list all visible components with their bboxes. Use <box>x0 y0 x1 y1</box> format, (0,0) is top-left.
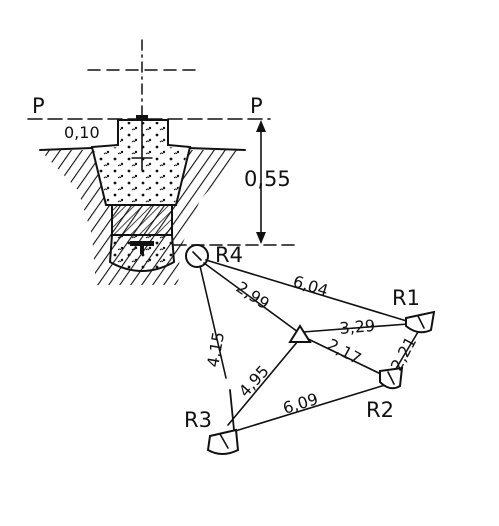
dist-center-r1: 3,29 <box>339 316 376 338</box>
offset-label: 0,10 <box>64 123 100 142</box>
dist-r3-r2: 6,09 <box>281 389 321 418</box>
r1-tick <box>417 315 425 329</box>
line-r4-r3 <box>199 265 227 379</box>
r2-label: R2 <box>366 398 394 422</box>
r3-stake <box>229 389 235 431</box>
r3-label: R3 <box>184 408 212 432</box>
line-r1-r2 <box>393 331 419 373</box>
dist-r4-r3: 4,15 <box>203 330 228 368</box>
benchmark-head <box>136 115 148 120</box>
line-center-r2 <box>303 336 386 377</box>
depth-label: 0,55 <box>244 167 291 191</box>
line-center-r3 <box>227 340 299 426</box>
ground-line <box>39 147 246 151</box>
line-r4-center <box>203 262 299 333</box>
r1-marker <box>405 310 436 334</box>
concrete-fill <box>94 122 188 203</box>
r2-tick <box>387 371 395 385</box>
r1-label: R1 <box>392 286 420 310</box>
line-center-r1 <box>302 323 409 333</box>
hatched-section <box>111 204 173 236</box>
r4-circle <box>185 244 209 268</box>
dist-r1-r2: 2,21 <box>387 334 421 374</box>
p-right-label: P <box>250 94 263 118</box>
p-left-label: P <box>32 94 45 118</box>
depth-arrow-bottom <box>256 232 266 244</box>
dist-r4-center: 2,99 <box>233 278 273 314</box>
center-station <box>288 324 312 343</box>
dist-center-r3: 4,95 <box>235 361 273 400</box>
line-r3-r2 <box>231 384 386 433</box>
r4-label: R4 <box>215 243 243 267</box>
dist-r4-r1: 6,04 <box>291 272 331 301</box>
depth-arrow-top <box>256 120 266 132</box>
r3-marker <box>206 428 240 455</box>
r4-tick <box>192 251 202 261</box>
r3-tick <box>219 433 229 449</box>
base-mark <box>130 241 154 254</box>
line-r4-r1 <box>205 259 411 323</box>
